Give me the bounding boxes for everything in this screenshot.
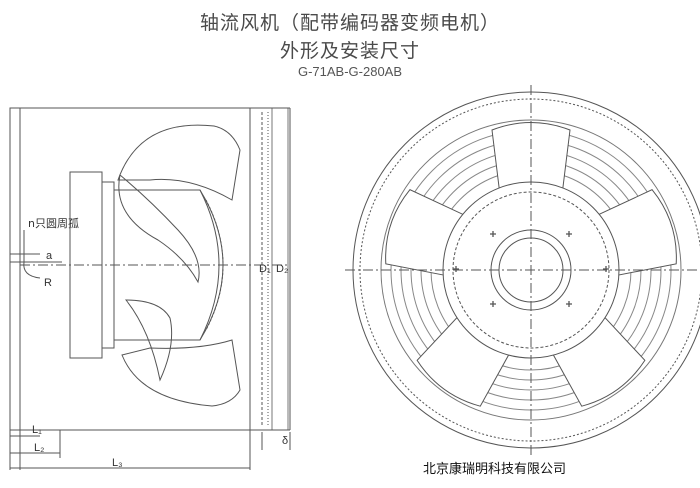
drawing-title: 轴流风机（配带编码器变频电机） — [199, 12, 500, 34]
fan-blade — [118, 174, 200, 284]
company-name: 北京康瑞明科技有限公司 — [423, 462, 567, 477]
label-d2: D₂ — [276, 263, 288, 275]
label-delta: δ — [282, 435, 288, 447]
model-range: G-71AB-G-280AB — [297, 64, 403, 79]
fan-blade — [124, 299, 173, 382]
bolt-circle — [452, 191, 610, 349]
label-holes: n只圆周孤 — [28, 217, 79, 230]
label-l2: L₂ — [34, 442, 44, 454]
front-view — [345, 85, 700, 455]
fan-blade — [117, 124, 241, 201]
label-d1: D₁ — [259, 263, 271, 275]
mounting-flange — [9, 107, 21, 431]
label-l1: L₁ — [32, 424, 42, 436]
radius-arc — [23, 261, 41, 279]
drawing-subtitle: 外形及安装尺寸 — [279, 40, 420, 62]
label-l3: L₃ — [112, 457, 123, 469]
label-r: R — [44, 277, 52, 289]
label-a: a — [46, 250, 53, 262]
fan-blade — [121, 339, 241, 407]
side-view — [9, 107, 291, 470]
bolt-holes — [453, 231, 609, 307]
